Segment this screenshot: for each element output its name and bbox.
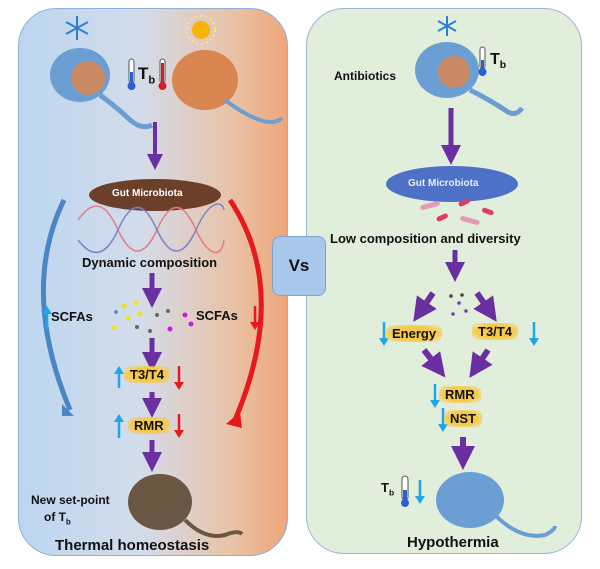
red-feedback-arrow <box>227 198 264 421</box>
flow-arrow <box>413 291 437 322</box>
nst-label: NST <box>444 410 482 427</box>
scfas-up-label: SCFAs <box>51 309 93 324</box>
down-arrow-icon <box>174 366 184 390</box>
tb-label: Tb <box>381 480 395 498</box>
scfa-dots <box>111 300 194 333</box>
snowflake-icon <box>65 16 89 40</box>
dynamic-composition-label: Dynamic composition <box>82 255 218 270</box>
down-arrow-icon <box>430 384 440 408</box>
sun-icon <box>186 15 216 45</box>
down-arrow-icon <box>174 414 184 438</box>
energy-label: Energy <box>386 325 443 342</box>
tb-label: Tb <box>138 64 156 87</box>
gut-microbiota-blue-icon <box>386 166 518 202</box>
up-arrow-icon <box>114 366 124 388</box>
down-arrow-icon <box>415 480 425 504</box>
antibiotics-label: Antibiotics <box>334 69 396 83</box>
thermometer-cold-icon <box>127 58 136 90</box>
dots <box>449 293 468 316</box>
down-arrow-icon <box>438 408 448 432</box>
gut-microbiota-label: Gut Microbiota <box>408 178 479 189</box>
rmr-label: RMR <box>128 417 170 434</box>
thermometer-cold-icon <box>478 46 487 76</box>
flow-arrow <box>469 348 493 378</box>
thermal-homeostasis-title: Thermal homeostasis <box>55 537 210 554</box>
gut-microbiota-brown-icon <box>89 179 221 211</box>
low-composition-label: Low composition and diversity <box>330 231 521 246</box>
hypothermia-panel <box>306 8 582 554</box>
thermometer-cold-icon <box>401 475 409 507</box>
gut-microbiota-label: Gut Microbiota <box>112 188 183 199</box>
wave-red <box>77 205 225 253</box>
hypothermia-title: Hypothermia <box>407 534 499 551</box>
t3-t4-label: T3/T4 <box>124 366 170 383</box>
thermometer-hot-icon <box>158 58 167 90</box>
cold-gerbil-image <box>50 48 154 130</box>
new-set-point-label: New set-point <box>31 493 110 507</box>
warm-gerbil-image <box>172 50 284 125</box>
snowflake-icon <box>437 16 457 36</box>
bacteria-icons <box>420 198 494 225</box>
down-arrow-icon <box>379 322 389 346</box>
flow-arrow <box>473 291 497 322</box>
gerbil-image <box>128 474 244 538</box>
down-arrow-icon <box>529 322 539 346</box>
blue-feedback-arrow <box>40 198 73 411</box>
vs-badge: Vs <box>272 236 326 296</box>
of-tb-label: of Tb <box>44 510 71 527</box>
tb-label: Tb <box>490 51 507 72</box>
up-arrow-icon <box>114 414 124 438</box>
rmr-label: RMR <box>439 386 481 403</box>
wave-blue <box>77 203 225 254</box>
t3-t4-label: T3/T4 <box>472 323 518 340</box>
up-arrow-icon <box>42 306 52 329</box>
flow-arrow <box>421 348 446 378</box>
down-arrow-icon <box>250 306 260 330</box>
scfas-down-label: SCFAs <box>196 308 238 323</box>
hypothermic-gerbil-image <box>436 472 557 538</box>
cold-gerbil-image <box>415 42 525 116</box>
